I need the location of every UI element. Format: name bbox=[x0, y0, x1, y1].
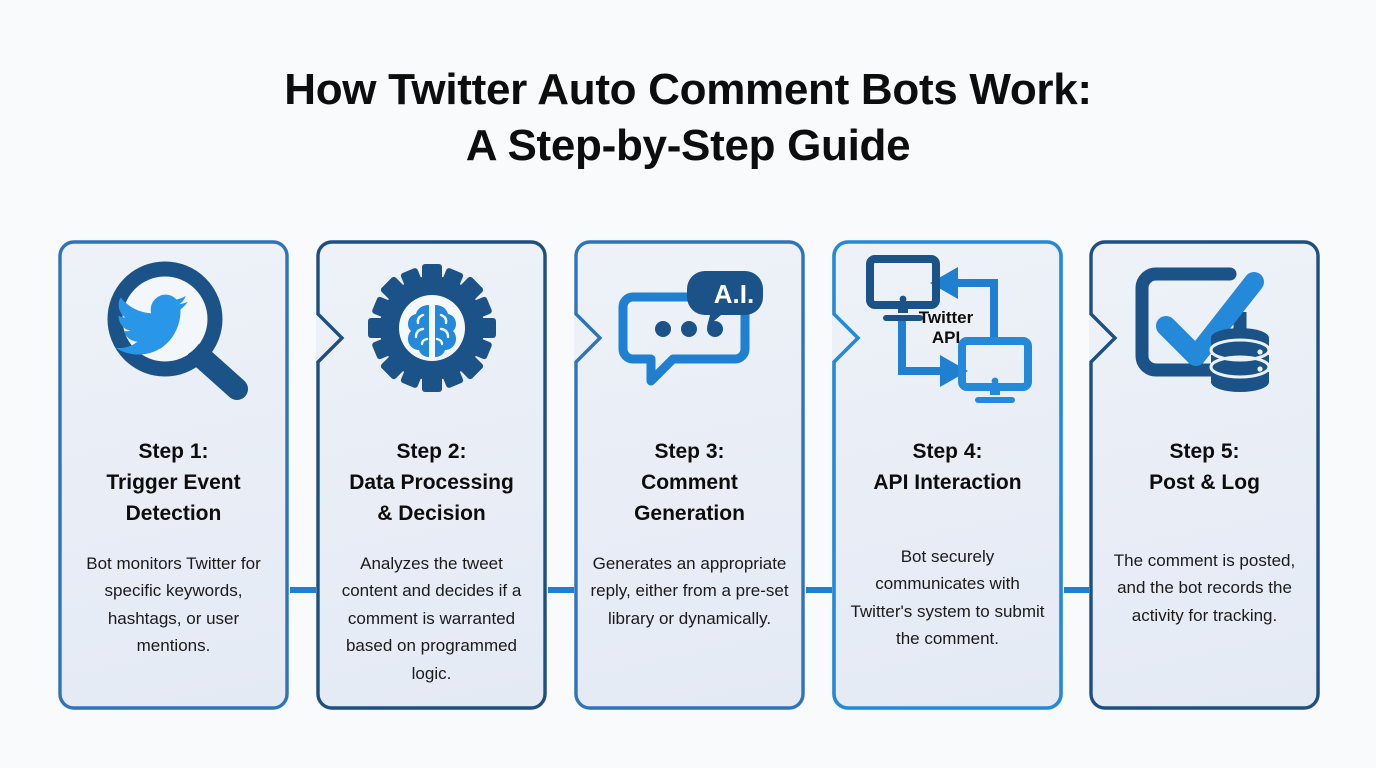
step-3-description: Generates an appropriate reply, either f… bbox=[590, 553, 789, 628]
page-title: How Twitter Auto Comment Bots Work: A St… bbox=[0, 62, 1376, 175]
svg-text:API: API bbox=[931, 328, 959, 347]
api-monitors-icon: Twitter API bbox=[846, 240, 1049, 415]
step-card-2[interactable]: Step 2: Data Processing & Decision Analy… bbox=[316, 240, 547, 710]
svg-text:A.I.: A.I. bbox=[713, 279, 753, 309]
magnifier-twitter-icon bbox=[72, 240, 275, 415]
step-2-heading: Step 2: Data Processing & Decision bbox=[349, 440, 514, 525]
step-3-heading: Step 3: Comment Generation bbox=[634, 440, 745, 525]
step-4-heading: Step 4: API Interaction bbox=[873, 440, 1022, 494]
step-2-description: Analyzes the tweet content and decides i… bbox=[341, 553, 522, 683]
title-line-2: A Step-by-Step Guide bbox=[465, 121, 911, 171]
svg-text:Twitter: Twitter bbox=[918, 308, 973, 327]
step-5-heading: Step 5: Post & Log bbox=[1149, 440, 1260, 494]
chat-bubble-ai-icon: A.I. bbox=[588, 240, 791, 415]
step-card-3[interactable]: A.I. Step 3: Comment Generation Generate… bbox=[574, 240, 805, 710]
title-line-1: How Twitter Auto Comment Bots Work: bbox=[284, 65, 1092, 114]
process-flow: Step 1: Trigger Event Detection Bot moni… bbox=[58, 240, 1320, 710]
step-card-4[interactable]: Twitter API Step 4: API Interaction Bot … bbox=[832, 240, 1063, 710]
step-card-5[interactable]: Step 5: Post & Log The comment is posted… bbox=[1089, 240, 1320, 710]
checkbox-database-icon bbox=[1103, 240, 1306, 415]
step-1-description: Bot monitors Twitter for specific keywor… bbox=[86, 553, 261, 656]
step-1-heading: Step 1: Trigger Event Detection bbox=[106, 440, 241, 525]
step-4-description: Bot securely communicates with Twitter's… bbox=[850, 546, 1045, 649]
step-5-description: The comment is posted, and the bot recor… bbox=[1113, 550, 1296, 625]
gear-brain-icon bbox=[330, 240, 533, 415]
step-card-1[interactable]: Step 1: Trigger Event Detection Bot moni… bbox=[58, 240, 289, 710]
